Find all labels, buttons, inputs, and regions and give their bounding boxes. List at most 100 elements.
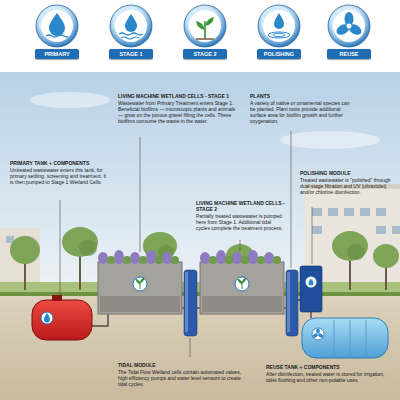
- stage-icon: STAGE 1: [101, 3, 161, 63]
- trees: [332, 231, 368, 261]
- callout-heading: LIVING MACHINE WETLAND CELLS - STAGE 1: [118, 93, 236, 99]
- pipes: [92, 314, 108, 326]
- reuse-tank: [317, 333, 323, 339]
- polishing-module: [306, 277, 317, 288]
- stage-icon: POLISHING: [249, 3, 309, 63]
- callout-text: Partially treated wastewater is pumped h…: [196, 213, 285, 231]
- callout-heading: LIVING MACHINE WETLAND CELLS - STAGE 2: [196, 200, 285, 212]
- trees: [10, 227, 399, 268]
- stage-2-cell: [200, 252, 210, 264]
- tidal-module: [286, 270, 298, 336]
- callout-heading: PRIMARY TANK + COMPONENTS: [10, 160, 110, 166]
- tidal-module: [184, 270, 197, 336]
- stage-2-cell: [202, 296, 282, 312]
- stage-1-cell: [162, 252, 172, 264]
- primary-tank: [52, 295, 62, 301]
- clouds: [280, 131, 380, 149]
- tidal-module: [287, 272, 290, 332]
- stage-1-cell: [146, 250, 156, 264]
- reuse-tank: [302, 318, 388, 358]
- icon-glyph: [268, 13, 290, 38]
- icon-face: [189, 10, 221, 42]
- buildings: [312, 226, 322, 234]
- icon-ring: [36, 5, 78, 47]
- icon-face: [333, 10, 365, 42]
- stage-1-cell: [98, 250, 172, 264]
- stage-2-cell: [248, 250, 258, 264]
- callout-text: Untreated wastewater enters this tank, f…: [10, 167, 110, 185]
- trees: [79, 240, 97, 256]
- icon-glyph: [196, 17, 214, 39]
- stage-1-cell: [155, 256, 163, 264]
- stage-2-cell: [200, 262, 284, 314]
- buildings: [312, 208, 322, 216]
- reuse-tank: [366, 320, 367, 356]
- buildings: [312, 208, 400, 234]
- stage-1-cell: [107, 256, 115, 264]
- clouds: [30, 92, 380, 149]
- icon-ring: [110, 5, 152, 47]
- icon-ring: [328, 5, 370, 47]
- callout-text: A variety of native or ornamental specie…: [250, 100, 350, 124]
- icon-ring: [184, 5, 226, 47]
- callout-text: The Tidal Flow Wetland cells contain aut…: [118, 369, 250, 387]
- icon-face: [41, 10, 73, 42]
- stage-2-cell: [200, 250, 284, 314]
- icon-face: [263, 10, 295, 42]
- stage-1-cell: [107, 256, 179, 264]
- stage-banner: STAGE 2: [183, 49, 227, 59]
- tidal-module: [184, 270, 298, 336]
- leader-lines: [190, 338, 191, 357]
- stage-1-cell: [171, 256, 179, 264]
- trees: [347, 244, 365, 260]
- icon-face: [115, 10, 147, 42]
- polishing-module: [309, 279, 314, 286]
- pipes: [310, 312, 311, 318]
- callout-heading: PLANTS: [250, 93, 350, 99]
- stage-1-cell: [100, 296, 180, 312]
- stage-2-cell: [257, 256, 265, 264]
- stage-icon: REUSE: [319, 3, 379, 63]
- trees: [373, 244, 399, 268]
- leader-lines: [60, 200, 61, 296]
- leader-lines: [140, 137, 141, 252]
- buildings: [344, 208, 354, 216]
- buildings: [376, 208, 386, 216]
- icon-glyph: [46, 13, 68, 37]
- stage-banner: PRIMARY: [35, 49, 79, 59]
- icon-glyph: [335, 12, 364, 37]
- stage-icon: STAGE 2: [175, 3, 235, 63]
- callout-text: Wastewater from Primary Treatment enters…: [118, 100, 236, 124]
- stage-2-cell: [216, 250, 226, 264]
- reuse-tank: [334, 320, 366, 356]
- trees: [10, 236, 40, 264]
- primary-tank: [41, 312, 53, 324]
- stage-2-cell: [209, 256, 281, 264]
- stage-2-cell: [273, 256, 281, 264]
- stage-1-cell: [123, 256, 131, 264]
- stage-2-cell: [241, 256, 249, 264]
- stage-1-cell: [98, 250, 182, 314]
- stage-2-cell: [225, 256, 233, 264]
- stage-1-cell: [139, 256, 147, 264]
- reuse-tank: [302, 318, 388, 358]
- buildings: [376, 226, 386, 234]
- stage-banner: POLISHING: [257, 49, 301, 59]
- callout-heading: REUSE TANK + COMPONENTS: [266, 364, 396, 370]
- stage-1-cell: [133, 277, 147, 291]
- polishing-module: [300, 266, 322, 312]
- primary-tank: [44, 313, 50, 323]
- reuse-tank: [334, 320, 335, 356]
- stage-1-cell: [114, 250, 124, 264]
- buildings: [392, 226, 400, 234]
- trees: [62, 227, 98, 257]
- tidal-module: [185, 272, 188, 332]
- reuse-tank: [316, 328, 320, 333]
- stage-2-cell: [264, 252, 274, 264]
- reuse-tank: [350, 320, 351, 356]
- leader-lines: [60, 131, 312, 357]
- callout-heading: POLISHING MODULE: [300, 170, 395, 176]
- stage-2-cell: [232, 252, 242, 264]
